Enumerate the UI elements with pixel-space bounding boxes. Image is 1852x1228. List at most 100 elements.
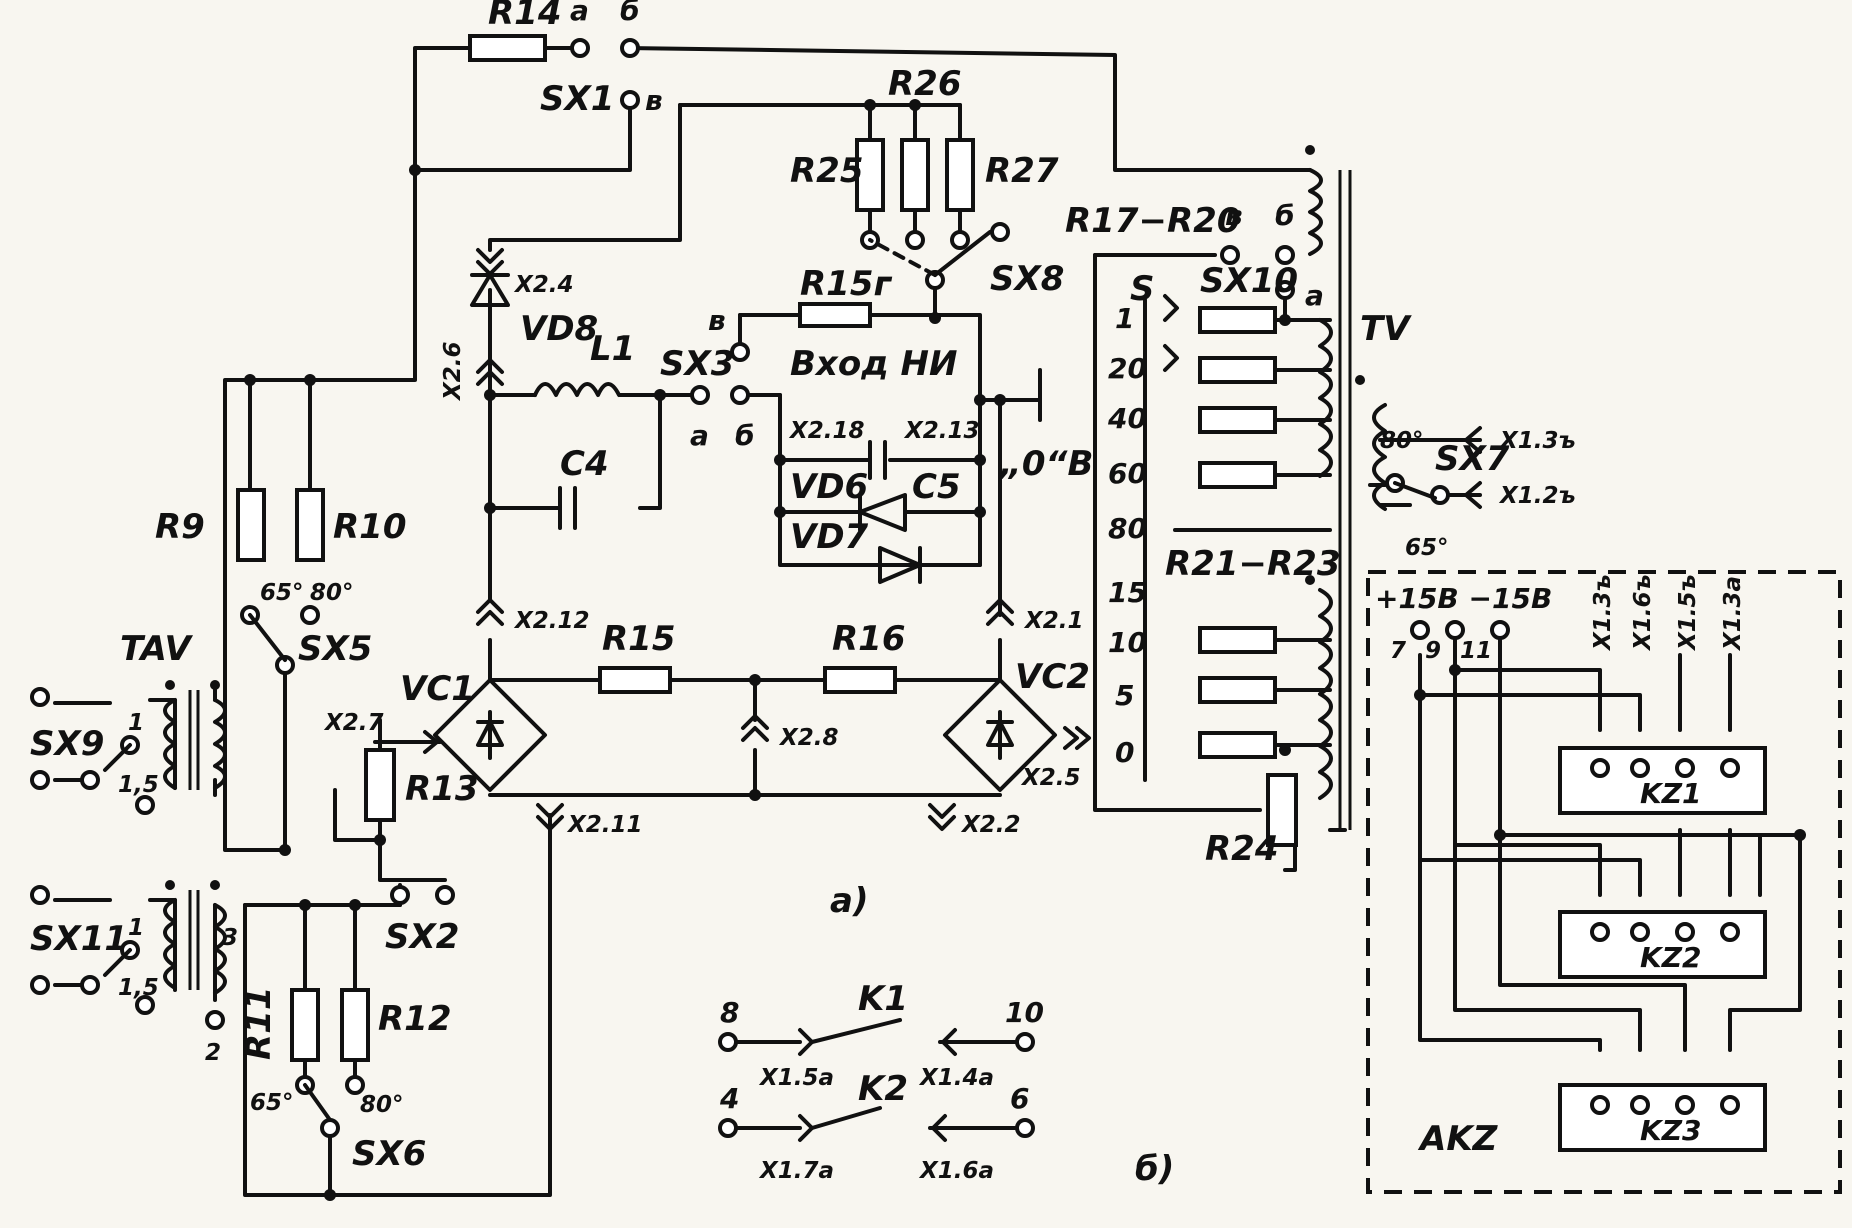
label-r21-r23: R21−R23 [1165, 544, 1340, 584]
label-part-a: а) [830, 881, 868, 921]
label-pin-10: 10 [1005, 996, 1044, 1029]
label-pin-4: 4 [719, 1082, 739, 1115]
bridge-vc2 [943, 678, 1057, 792]
label-sx11-1: 1 [128, 915, 144, 941]
labels: R14 a б SX1 в R26 R25 R27 SX8 R15ᴦ в SX3… [30, 0, 1746, 1189]
connector-x2-8 [741, 714, 769, 742]
label-vc2: VC2 [1015, 657, 1090, 697]
label-r9: R9 [155, 507, 205, 547]
label-tap-val-60: 60 [1108, 457, 1147, 490]
label-sx5-80: 80° [310, 580, 354, 606]
connector-x2-12 [476, 598, 504, 626]
label-sx9-1: 1 [128, 710, 144, 736]
connector-x2-1 [986, 598, 1014, 626]
label-r26: R26 [888, 64, 962, 104]
label-vd7: VD7 [790, 517, 869, 557]
label-k1: K1 [858, 979, 908, 1019]
label-tap-val-20: 20 [1108, 352, 1147, 385]
label-s: S [1130, 269, 1155, 309]
label-sx6-80: 80° [360, 1092, 404, 1118]
label-x1-5a: X1.5a [758, 1065, 834, 1091]
caps-diodes [433, 273, 1057, 792]
connector-marks [423, 248, 1482, 831]
label-r13: R13 [405, 769, 479, 809]
label-sx9-1-5: 1,5 [118, 772, 159, 798]
label-r17-r20: R17−R20 [1065, 201, 1240, 241]
label-tap-val-15: 15 [1108, 576, 1147, 609]
connector-x1-2b [1464, 481, 1482, 509]
junctions [165, 99, 1806, 1201]
sx11-primary [163, 898, 177, 990]
label-sx6-65: 65° [250, 1090, 294, 1116]
label-sx6: SX6 [352, 1134, 426, 1174]
resistor-r16 [823, 666, 897, 694]
label-sx10: SX10 [1200, 261, 1298, 301]
label-akz-x16b: X1.6ъ [1630, 574, 1656, 652]
label-sx5-65: 65° [260, 580, 304, 606]
label-x2-1: X2.1 [1023, 608, 1083, 634]
label-pin-9: 9 [1425, 638, 1441, 664]
resistor-r14 [468, 34, 547, 62]
resistor-r24 [1266, 773, 1298, 847]
label-tap-2: 2 [205, 1040, 221, 1066]
tv-primary-lower [1318, 588, 1333, 800]
label-akz-x13a: X1.3a [1720, 576, 1746, 652]
label-sx2: SX2 [385, 917, 459, 957]
label-akz-x13b: X1.3ъ [1590, 574, 1616, 652]
label-r14: R14 [488, 0, 562, 33]
label-x2-7: X2.7 [323, 710, 383, 736]
label-sx7-80: 80° [1380, 428, 1424, 454]
sx11-secondary [213, 903, 227, 995]
label-sx1: SX1 [540, 79, 614, 119]
label-tap-val-1: 1 [1115, 302, 1134, 335]
label-c5: C5 [912, 467, 961, 507]
label-r25: R25 [790, 151, 864, 191]
label-sx7: SX7 [1435, 439, 1510, 479]
label-x2-5: X2.5 [1020, 765, 1080, 791]
tv-secondary [1372, 403, 1387, 511]
connector-x2-7 [423, 730, 439, 754]
diode-vd6 [858, 493, 907, 532]
label-sx3: SX3 [660, 344, 734, 384]
label-vd6: VD6 [790, 467, 868, 507]
label-sx9: SX9 [30, 724, 104, 764]
label-sx3-b: б [735, 419, 755, 452]
tav-secondary [213, 698, 227, 790]
label-x2-13: X2.13 [903, 418, 979, 444]
label-x1-3b: X1.3ъ [1498, 428, 1576, 454]
label-r17-v: в [1225, 199, 1243, 232]
resistor-tap-60 [1198, 461, 1277, 489]
resistor-r13 [364, 748, 396, 822]
label-zero-v: „0“В [998, 444, 1093, 484]
label-sx1-v: в [645, 84, 663, 117]
diode-vd7 [878, 546, 922, 584]
label-akz-x15b: X1.5ъ [1675, 574, 1701, 652]
switch-contacts [30, 38, 1510, 1138]
label-power: +15В −15В [1375, 582, 1552, 615]
label-kz1: KZ1 [1640, 777, 1701, 810]
connector-x2-4 [476, 248, 504, 276]
label-sx10-a: a [1305, 279, 1324, 312]
label-tap-val-0: 0 [1115, 736, 1134, 769]
label-sx8: SX8 [990, 259, 1064, 299]
label-tav: TAV [120, 629, 194, 669]
label-sx11: SX11 [30, 919, 128, 959]
resistor-r15g [798, 302, 872, 328]
capacitor-c5 [868, 440, 887, 480]
label-r16: R16 [832, 619, 906, 659]
label-r27: R27 [985, 151, 1059, 191]
label-l1: L1 [590, 329, 635, 369]
label-c4: C4 [560, 444, 609, 484]
label-pin-11: 11 [1460, 638, 1492, 664]
resistor-r15 [598, 666, 672, 694]
resistor-tap-1 [1198, 306, 1277, 334]
label-tap-val-40: 40 [1107, 402, 1147, 435]
label-x2-11: X2.11 [566, 812, 642, 838]
resistor-tap-20 [1198, 356, 1277, 384]
label-x1-7a: X1.7a [758, 1158, 834, 1184]
bridge-vc1 [433, 678, 547, 792]
resistor-tap-10 [1198, 626, 1277, 654]
label-x2-6: X2.6 [440, 342, 466, 402]
label-pin-7: 7 [1390, 638, 1406, 664]
